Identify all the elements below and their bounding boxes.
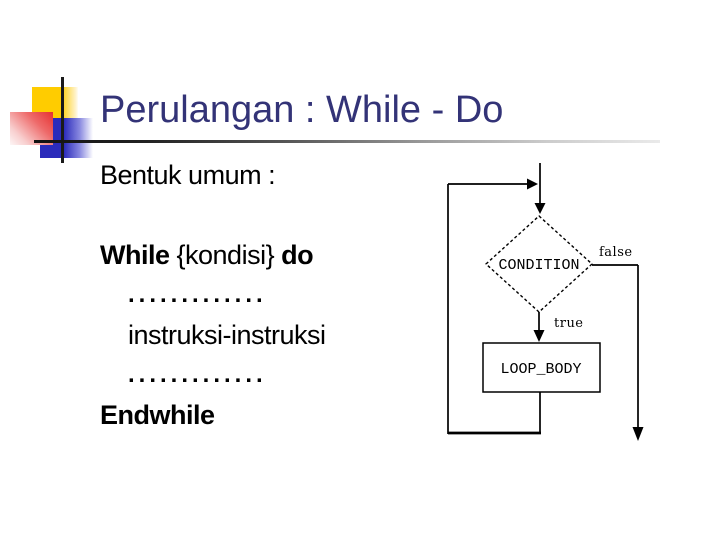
entry-arrowhead-icon [534,203,546,214]
while-condition: {kondisi} [169,240,282,270]
dots-line-2: ............. [128,361,267,388]
instructions-line: instruksi-instruksi [128,320,326,350]
loop-body-box [482,342,601,393]
decoration-red-square [10,112,53,145]
while-do-flowchart: CONDITION true LOOP_BODY false [447,163,644,441]
blank-line [100,195,430,235]
do-keyword: do [281,240,314,270]
title-rule [34,140,660,143]
dots-line-1: ............. [128,281,267,308]
loopback-arrowhead-icon [527,178,538,190]
false-label: false [599,245,633,260]
while-keyword: While [100,240,170,270]
condition-label: CONDITION [498,257,579,274]
exit-arrowhead-icon [632,427,644,441]
true-arrowhead-icon [533,330,545,342]
page-title: Perulangan : While - Do [100,89,504,131]
intro-line: Bentuk umum : [100,160,276,190]
while-line: While {kondisi} do [100,235,430,275]
decoration-vertical-line [61,77,64,163]
body-text-block: Bentuk umum : While {kondisi} do .......… [100,155,430,435]
true-label: true [554,316,584,331]
endwhile-line: Endwhile [100,400,215,430]
loop-body-label: LOOP_BODY [500,361,581,378]
